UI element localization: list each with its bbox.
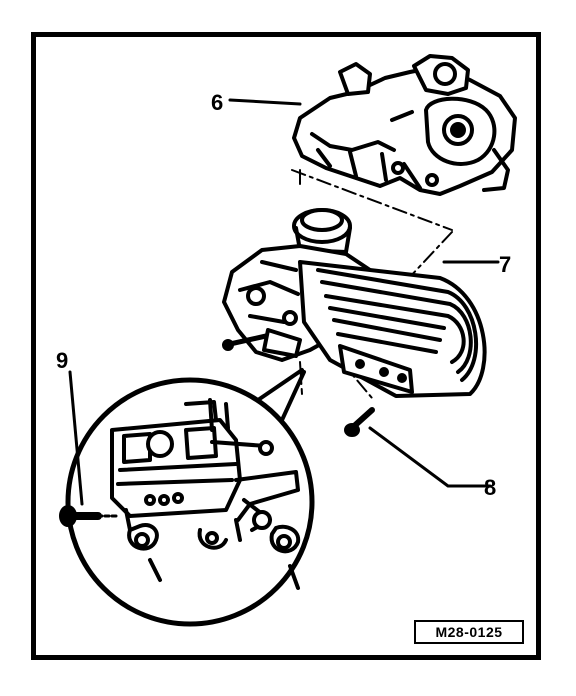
part-7-cooler bbox=[222, 208, 487, 398]
callout-7: 7 bbox=[499, 252, 512, 277]
callout-9: 9 bbox=[56, 348, 69, 373]
leader-lines bbox=[68, 98, 500, 506]
callout-8: 8 bbox=[484, 475, 497, 500]
part-6-housing bbox=[292, 54, 517, 196]
figure-reference-label: M28-0125 bbox=[414, 620, 524, 644]
part-8-bolt bbox=[344, 407, 375, 437]
part-9-screw bbox=[59, 505, 118, 527]
detail-magnifier bbox=[59, 368, 315, 627]
callout-6: 6 bbox=[211, 90, 224, 115]
